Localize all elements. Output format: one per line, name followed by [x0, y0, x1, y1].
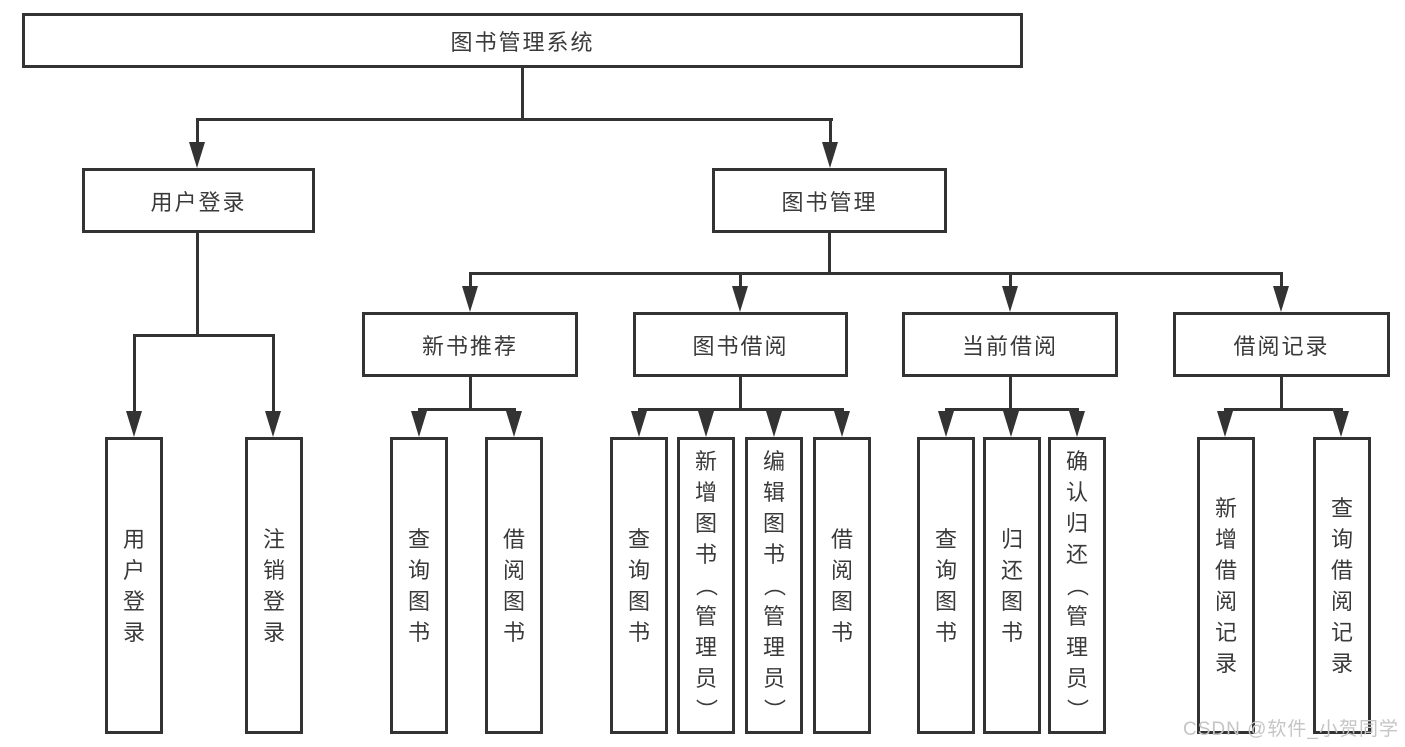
node-new-book-recommend: 新书推荐 — [362, 312, 578, 377]
node-library-management-system: 图书管理系统 — [22, 13, 1023, 68]
edge-book-management-stub — [828, 233, 831, 275]
leaf-user-login: 用户登录 — [105, 437, 163, 734]
edge-to-new-book-recommend — [469, 272, 472, 288]
leaf-label: 注销登录 — [262, 526, 285, 645]
leaf-borrow-books-recommend: 借阅图书 — [485, 437, 543, 734]
leaf-query-books-recommend: 查询图书 — [390, 437, 448, 734]
node-user-login: 用户登录 — [82, 168, 315, 233]
arrowhead-down-icon — [506, 411, 522, 437]
node-current-borrow: 当前借阅 — [902, 312, 1118, 377]
leaf-label: 查询借阅记录 — [1330, 495, 1353, 676]
edge-to-current-borrow — [1009, 272, 1012, 288]
edge-root-stub — [521, 68, 524, 118]
node-book-borrow: 图书借阅 — [633, 312, 848, 377]
edge-borrow-records-bar — [1224, 408, 1343, 411]
arrowhead-down-icon — [1069, 411, 1085, 437]
edge-new-book-recommend-bar — [418, 408, 516, 411]
leaf-confirm-return-admin: 确认归还（管理员） — [1048, 437, 1106, 734]
leaf-logout: 注销登录 — [245, 437, 303, 734]
leaf-add-books-admin: 新增图书（管理员） — [677, 437, 735, 734]
edge-current-borrow-bar — [945, 408, 1079, 411]
leaf-label: 查询图书 — [627, 526, 650, 645]
edge-to-book-borrow — [739, 272, 742, 288]
leaf-label: 新增图书（管理员） — [693, 449, 719, 721]
node-borrow-records: 借阅记录 — [1173, 312, 1390, 377]
edge-user-login-stub — [196, 233, 199, 337]
arrowhead-down-icon — [265, 411, 281, 437]
arrowhead-down-icon — [411, 411, 427, 437]
edge-user-login-bar — [133, 334, 275, 337]
arrowhead-down-icon — [766, 411, 782, 437]
leaf-label: 查询图书 — [934, 526, 957, 645]
edge-root-to-book-management — [829, 118, 832, 144]
edge-root-bar — [196, 118, 833, 121]
edge-current-borrow-stub — [1009, 377, 1012, 411]
arrowhead-down-icon — [462, 286, 478, 312]
edge-new-book-recommend-stub — [469, 377, 472, 411]
leaf-label: 借阅图书 — [830, 526, 853, 645]
edge-root-to-user-login — [196, 118, 199, 144]
edge-to-leaf-user-login — [133, 334, 136, 413]
leaf-label: 新增借阅记录 — [1214, 495, 1237, 676]
arrowhead-down-icon — [1002, 286, 1018, 312]
leaf-borrow-books: 借阅图书 — [813, 437, 871, 734]
leaf-query-borrow-record: 查询借阅记录 — [1313, 437, 1371, 734]
leaf-label: 确认归还（管理员） — [1064, 449, 1090, 721]
edge-to-leaf-logout — [272, 334, 275, 413]
arrowhead-down-icon — [834, 411, 850, 437]
arrowhead-down-icon — [1333, 411, 1349, 437]
arrowhead-down-icon — [1003, 411, 1019, 437]
arrowhead-down-icon — [126, 411, 142, 437]
edge-borrow-records-stub — [1280, 377, 1283, 411]
arrowhead-down-icon — [822, 142, 838, 168]
csdn-watermark: CSDN @软件_小贺同学 — [1183, 719, 1399, 740]
leaf-label: 查询图书 — [407, 526, 430, 645]
arrowhead-down-icon — [698, 411, 714, 437]
arrowhead-down-icon — [732, 286, 748, 312]
leaf-return-books: 归还图书 — [983, 437, 1041, 734]
edge-book-management-bar — [469, 272, 1283, 275]
arrowhead-down-icon — [631, 411, 647, 437]
leaf-query-books-current: 查询图书 — [917, 437, 975, 734]
arrowhead-down-icon — [938, 411, 954, 437]
leaf-label: 用户登录 — [122, 526, 145, 645]
leaf-edit-books-admin: 编辑图书（管理员） — [745, 437, 803, 734]
edge-book-borrow-stub — [739, 377, 742, 411]
leaf-add-borrow-record: 新增借阅记录 — [1197, 437, 1255, 734]
leaf-label: 借阅图书 — [502, 526, 525, 645]
arrowhead-down-icon — [189, 142, 205, 168]
leaf-label: 编辑图书（管理员） — [761, 449, 787, 721]
edge-book-borrow-bar — [638, 408, 844, 411]
arrowhead-down-icon — [1217, 411, 1233, 437]
edge-to-borrow-records — [1280, 272, 1283, 288]
arrowhead-down-icon — [1273, 286, 1289, 312]
leaf-query-books-borrow: 查询图书 — [610, 437, 668, 734]
leaf-label: 归还图书 — [1000, 526, 1023, 645]
node-book-management: 图书管理 — [712, 168, 947, 233]
